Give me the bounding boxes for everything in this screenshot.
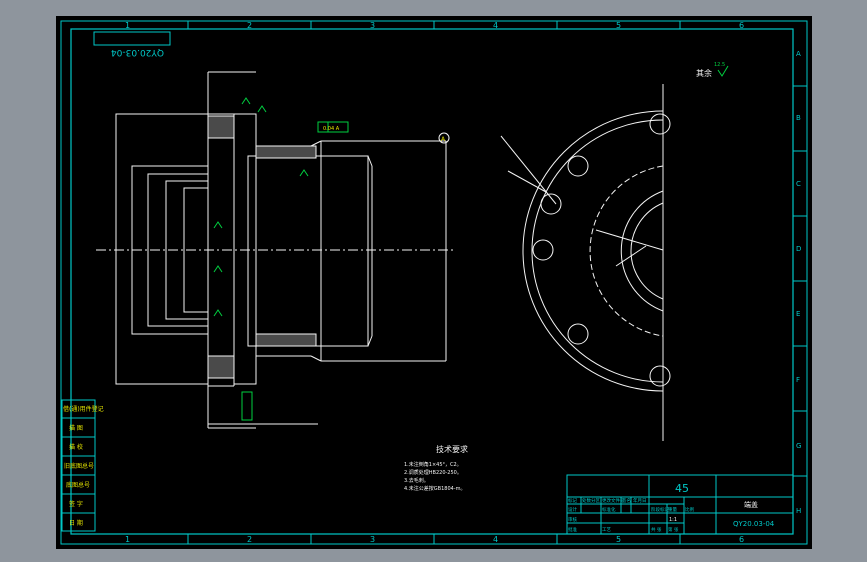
col-label: 3 xyxy=(370,535,375,544)
title-block-label: 标准化 xyxy=(602,506,616,513)
side-panel-item: 描 图 xyxy=(69,424,83,432)
title-block-label: 共 张 xyxy=(651,526,662,533)
col-label: 4 xyxy=(493,535,498,544)
title-block-label: 工艺 xyxy=(602,527,611,533)
material-label: 45 xyxy=(675,482,689,495)
side-panel-item: 签 字 xyxy=(69,500,83,508)
tech-requirements: 技术要求 1.未注倒角1×45°，C2。 2.调质处理HB220-250。 3.… xyxy=(404,444,468,492)
col-label: 4 xyxy=(493,21,498,30)
title-block-label: 审核 xyxy=(568,516,577,523)
side-panel-item: 旧底图总号 xyxy=(64,462,94,470)
side-panel-item: 底图总号 xyxy=(66,481,90,489)
side-panel-item: 描 校 xyxy=(69,443,83,451)
drawing-number-label: QY20.03-04 xyxy=(733,520,775,528)
title-block-label: 设计 xyxy=(568,506,577,513)
row-label: E xyxy=(796,310,800,318)
tech-title: 技术要求 xyxy=(436,444,468,454)
col-label: 3 xyxy=(370,21,375,30)
tolerance-frame: 0.04 A xyxy=(323,126,340,132)
title-block-label: 签名 xyxy=(622,497,631,504)
col-label: 2 xyxy=(247,21,252,30)
title-block-label: 批准 xyxy=(568,526,577,533)
title-block-label: 阶段标记 xyxy=(651,506,669,513)
end-view xyxy=(500,84,671,441)
col-label: 6 xyxy=(739,21,744,30)
title-block-label: 更改文件号 xyxy=(602,497,625,504)
column-labels-bottom: 1 2 3 4 5 6 xyxy=(125,535,744,544)
tech-item: 1.未注倒角1×45°，C2。 xyxy=(404,461,462,468)
col-label: 1 xyxy=(125,535,130,544)
row-label: G xyxy=(796,442,801,450)
scale-label: 1:1 xyxy=(669,517,677,523)
row-label: F xyxy=(796,376,800,384)
inner-frame xyxy=(70,28,794,535)
title-block-label: 重量 xyxy=(668,506,677,513)
column-labels-top: 1 2 3 4 5 6 xyxy=(125,21,744,30)
tech-item: 3.去毛刺。 xyxy=(404,477,429,484)
dimension-annotations: A 0.04 A xyxy=(213,97,450,421)
title-block-label: 第 张 xyxy=(668,526,679,533)
col-label: 5 xyxy=(616,21,621,30)
col-label: 1 xyxy=(125,21,130,30)
row-label: D xyxy=(796,245,801,253)
drawing-number-mirrored: QY20.03-04 xyxy=(111,47,164,57)
row-labels: A B C D E F G H xyxy=(796,50,801,515)
row-label: C xyxy=(796,180,801,188)
cad-drawing: 1 2 3 4 5 6 1 2 3 4 5 6 A B C D E F G H … xyxy=(60,20,808,545)
title-block-label: 处数 xyxy=(582,497,591,504)
datum-label: A xyxy=(441,136,446,143)
side-panel-item: 日 期 xyxy=(69,519,83,527)
cad-viewport[interactable]: 1 2 3 4 5 6 1 2 3 4 5 6 A B C D E F G H … xyxy=(56,16,812,549)
title-block-label: 标记 xyxy=(568,497,577,504)
row-label: H xyxy=(796,507,801,515)
side-panel: 借(通)用件登记 描 图 描 校 旧底图总号 底图总号 签 字 日 期 xyxy=(61,399,104,532)
title-block: 45 端盖 QY20.03-04 1:1 标记 处数 分区 更改文件号 签名 年… xyxy=(566,474,794,535)
title-block-label: 分区 xyxy=(591,497,600,504)
row-label: A xyxy=(796,50,801,58)
surface-finish-note: 其余 12.5 xyxy=(696,62,729,78)
drawing-number-box xyxy=(93,31,171,46)
part-name-label: 端盖 xyxy=(744,500,758,509)
side-panel-item: 借(通)用件登记 xyxy=(63,405,104,413)
col-label: 5 xyxy=(616,535,621,544)
surface-value: 12.5 xyxy=(714,62,725,68)
tech-item: 2.调质处理HB220-250。 xyxy=(404,469,462,476)
title-block-label: 年月日 xyxy=(633,497,647,504)
row-label: B xyxy=(796,114,801,122)
col-label: 6 xyxy=(739,535,744,544)
title-block-label: 比例 xyxy=(685,506,694,513)
section-view xyxy=(96,71,456,429)
tech-item: 4.未注公差按GB1804-m。 xyxy=(404,485,465,492)
col-label: 2 xyxy=(247,535,252,544)
surface-note: 其余 xyxy=(696,68,712,78)
